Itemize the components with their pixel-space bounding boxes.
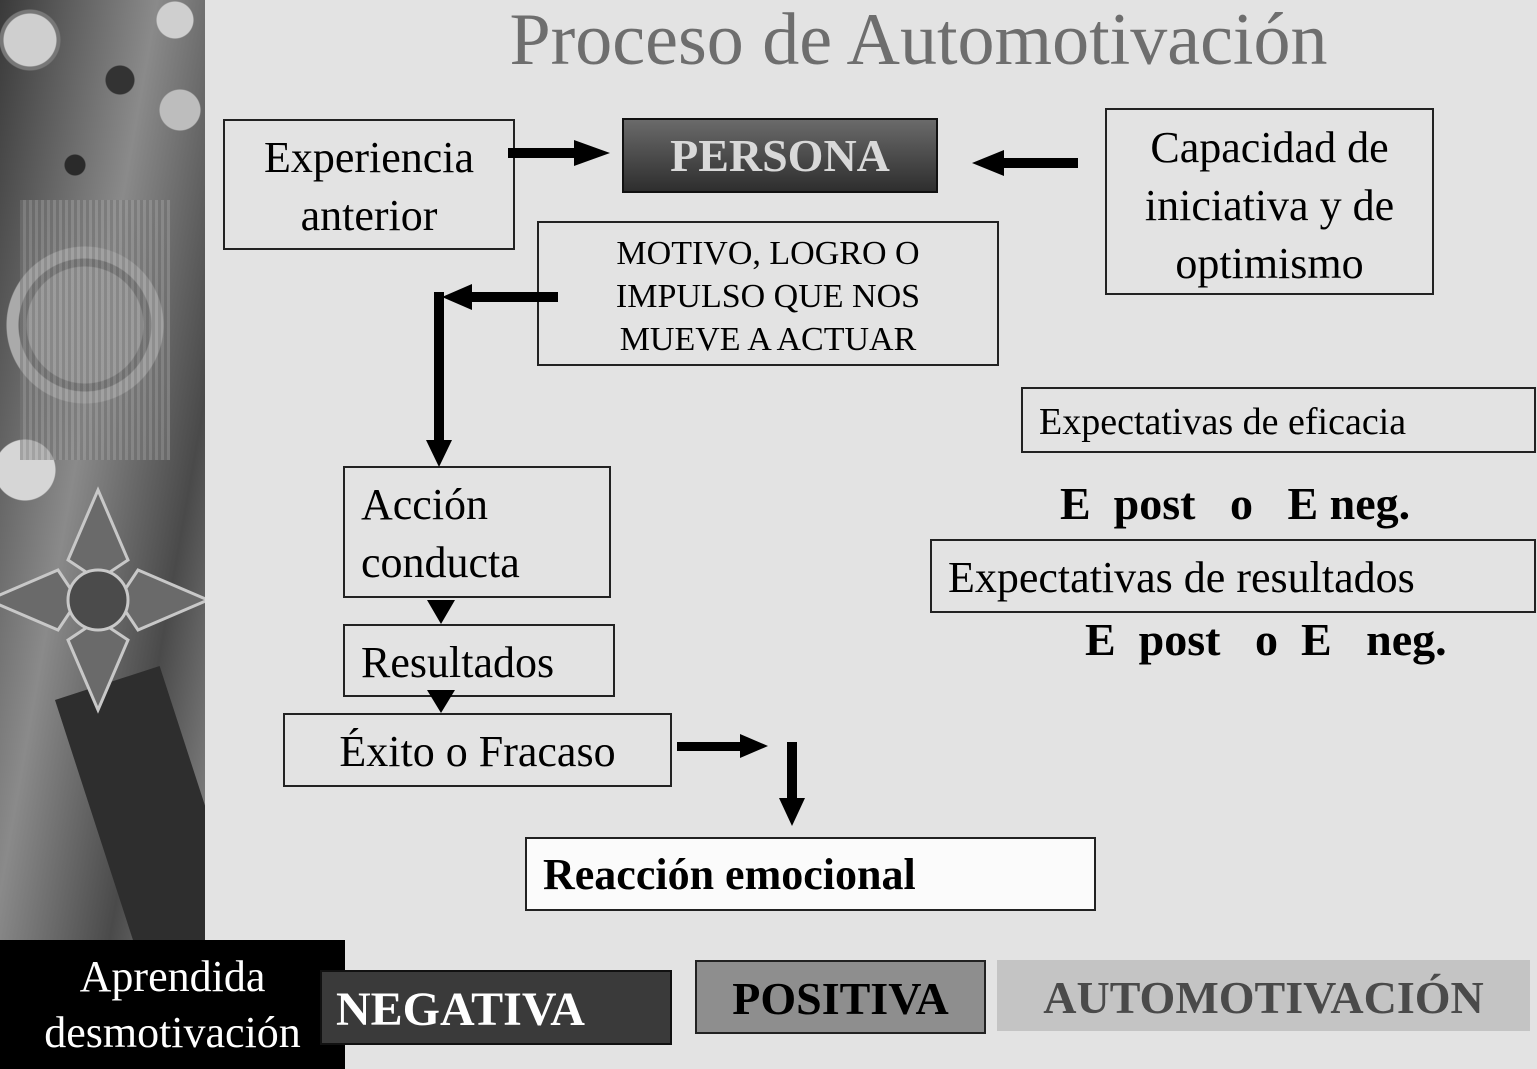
aprendida-desmotivacion-box: Aprendida desmotivación <box>0 940 345 1069</box>
exito-fracaso-label: Éxito o Fracaso <box>339 727 616 776</box>
arrow-down-to-reaccion <box>779 742 805 826</box>
negativa-label: NEGATIVA <box>336 983 585 1036</box>
negativa-box: NEGATIVA <box>320 970 672 1045</box>
motivo-line-3: MUEVE A ACTUAR <box>619 321 917 358</box>
capacidad-line-1: Capacidad de <box>1150 123 1389 172</box>
arrow-capacidad-to-persona <box>972 150 1078 176</box>
automotivacion-label: AUTOMOTIVACIÓN <box>1043 972 1484 1023</box>
arrow-motivo-to-accion <box>426 284 558 467</box>
arrow-accion-to-resultados <box>427 600 455 624</box>
experiencia-line-1: Experiencia <box>263 133 475 182</box>
experiencia-line-2: anterior <box>300 191 438 240</box>
accion-conducta-box: Acción conducta <box>343 466 611 598</box>
expectativas-resultados-label: Expectativas de resultados <box>948 553 1415 602</box>
resultados-label: Resultados <box>361 638 555 687</box>
arrow-exito-right <box>677 734 768 758</box>
exito-fracaso-box: Éxito o Fracaso <box>283 713 672 787</box>
positiva-box: POSITIVA <box>695 960 986 1034</box>
arrow-experiencia-to-persona <box>508 140 610 166</box>
aprendida-line-2: desmotivación <box>44 1008 301 1057</box>
expectativas-eficacia-label: Expectativas de eficacia <box>1039 401 1407 443</box>
page-title: Proceso de Automotivación <box>509 0 1328 81</box>
decorative-medals-image <box>0 0 205 1069</box>
capacidad-line-3: optimismo <box>1175 239 1364 288</box>
expectativas-resultados-box: Expectativas de resultados <box>930 539 1536 613</box>
motivo-line-2: IMPULSO QUE NOS <box>615 278 921 315</box>
arrow-resultados-to-exito <box>427 690 455 713</box>
capacidad-line-2: iniciativa y de <box>1144 181 1395 230</box>
automotivacion-box: AUTOMOTIVACIÓN <box>997 960 1530 1031</box>
accion-line-2: conducta <box>361 538 520 587</box>
accion-line-1: Acción <box>361 480 489 529</box>
resultados-box: Resultados <box>343 624 615 697</box>
expectativas-eficacia-box: Expectativas de eficacia <box>1021 387 1536 453</box>
persona-label: PERSONA <box>670 130 890 181</box>
positiva-label: POSITIVA <box>732 973 949 1024</box>
aprendida-line-1: Aprendida <box>79 952 266 1001</box>
e-post-neg-resultados: E post o E neg. <box>1085 614 1447 665</box>
persona-box: PERSONA <box>622 118 938 193</box>
reaccion-emocional-box: Reacción emocional <box>525 837 1096 911</box>
experiencia-anterior-box: Experiencia anterior <box>223 119 515 250</box>
e-post-neg-eficacia: E post o E neg. <box>1060 478 1411 529</box>
motivo-line-1: MOTIVO, LOGRO O <box>616 235 920 272</box>
motivo-box: MOTIVO, LOGRO O IMPULSO QUE NOS MUEVE A … <box>537 221 999 366</box>
capacidad-box: Capacidad de iniciativa y de optimismo <box>1105 108 1434 295</box>
reaccion-emocional-label: Reacción emocional <box>543 850 916 899</box>
